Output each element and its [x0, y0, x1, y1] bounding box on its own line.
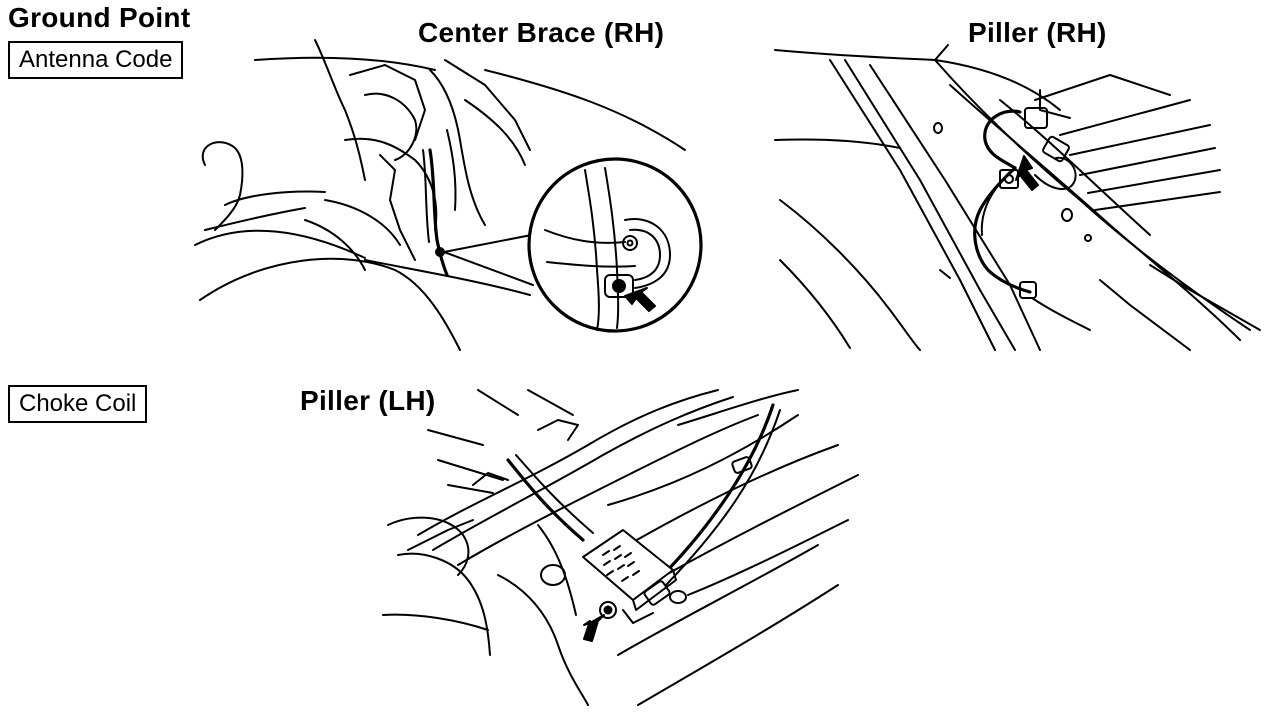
page-title: Ground Point	[8, 2, 191, 33]
pillar-rh-title: Piller (RH)	[968, 17, 1107, 48]
ground-point-arrow-icon	[583, 614, 605, 642]
pillar-lh-title: Piller (LH)	[300, 385, 436, 416]
ground-point-arrow-icon	[624, 287, 656, 312]
choke-coil-label: Choke Coil	[8, 385, 148, 423]
ground-point-arrow-icon	[1015, 155, 1039, 191]
center-brace-title: Center Brace (RH)	[418, 17, 665, 48]
pillar-rh-illustration	[774, 44, 1261, 351]
antenna-code-label: Antenna Code	[8, 41, 184, 79]
center-brace-illustration	[194, 39, 703, 351]
pillar-lh-illustration	[382, 389, 859, 706]
